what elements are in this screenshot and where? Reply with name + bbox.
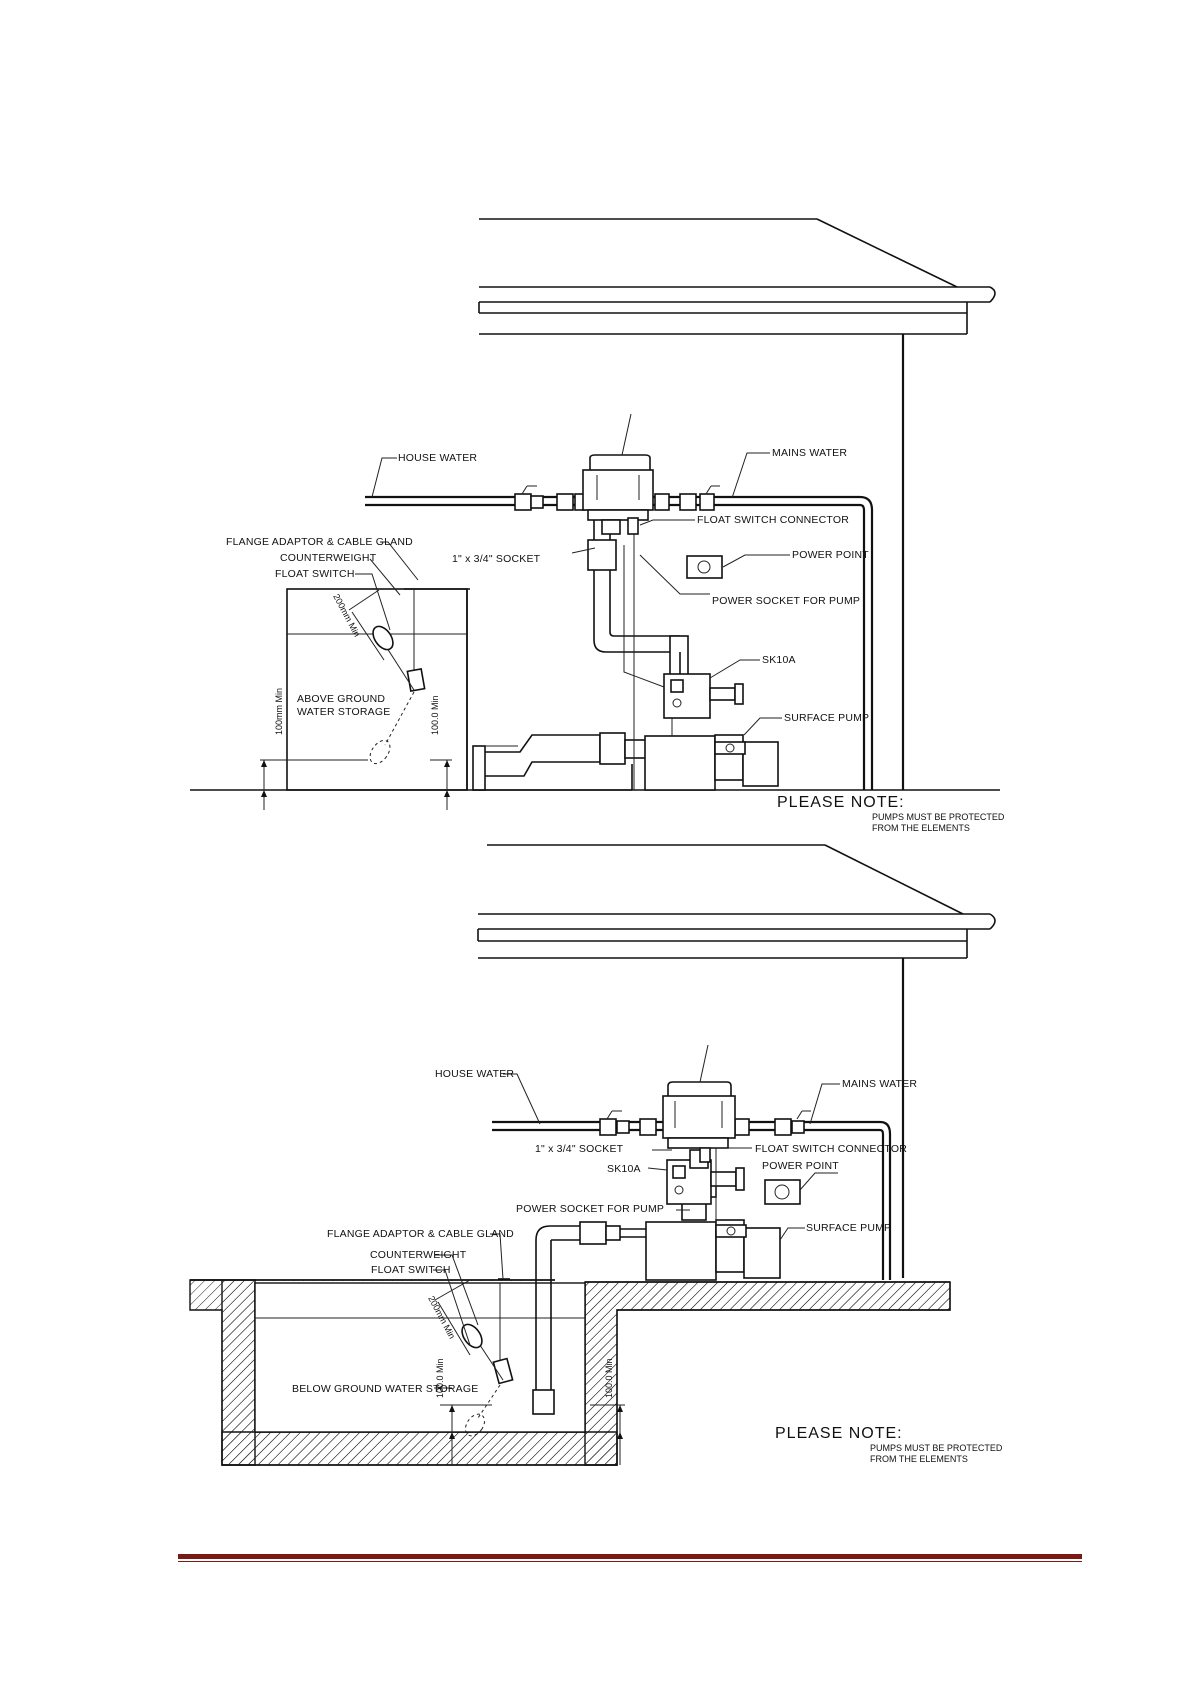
- surface-pump-bottom: [645, 1219, 781, 1281]
- diagram-below-ground: HOUSE WATER MAINS WATER 1" x 3/4" SOCKET…: [189, 844, 1003, 1466]
- label-power-socket-top: POWER SOCKET FOR PUMP: [712, 595, 860, 607]
- label-please-note-top: PLEASE NOTE:: [777, 794, 905, 811]
- leader-lines-top: [355, 413, 790, 736]
- roof-eave-top: [478, 218, 996, 790]
- label-flange-adaptor-bottom: FLANGE ADAPTOR & CABLE GLAND: [327, 1228, 514, 1240]
- suction-pipe-top: [472, 732, 660, 791]
- label-dim-100-left-top: 100mm Min: [274, 688, 284, 735]
- label-dim-100-right-bottom: 100.0 Min: [604, 1358, 614, 1398]
- label-mains-water-bottom: MAINS WATER: [842, 1078, 917, 1090]
- label-mains-water-top: MAINS WATER: [772, 447, 847, 459]
- label-dim-100-right-top: 100.0 Min: [430, 695, 440, 735]
- suction-pipe-bottom: [532, 1221, 646, 1415]
- power-point-top: [686, 555, 723, 579]
- surface-pump-top: [644, 734, 779, 791]
- label-power-point-top: POWER POINT: [792, 549, 869, 561]
- footer-rule-thick: [178, 1554, 1082, 1559]
- label-storage-bottom: BELOW GROUND WATER STORAGE: [292, 1383, 478, 1395]
- label-sk10a-bottom: SK10A: [607, 1163, 641, 1175]
- float-switch-bottom: [434, 1278, 625, 1465]
- below-ground-pit: [189, 1278, 955, 1466]
- power-point-bottom: [764, 1179, 801, 1205]
- label-storage-line1-top: ABOVE GROUND: [297, 693, 385, 705]
- label-power-socket-bottom: POWER SOCKET FOR PUMP: [516, 1203, 664, 1215]
- label-please-note-bottom: PLEASE NOTE:: [775, 1425, 903, 1442]
- label-socket-bottom: 1" x 3/4" SOCKET: [535, 1143, 624, 1155]
- label-counterweight-bottom: COUNTERWEIGHT: [370, 1249, 467, 1261]
- label-float-switch-connector-bottom: FLOAT SWITCH CONNECTOR: [755, 1143, 907, 1155]
- water-line-top: [365, 454, 874, 790]
- label-note-line1-top: PUMPS MUST BE PROTECTED: [872, 812, 1005, 822]
- label-dim-100-left-bottom: 100.0 Min: [435, 1358, 445, 1398]
- label-counterweight-top: COUNTERWEIGHT: [280, 552, 377, 564]
- label-note-line1-bottom: PUMPS MUST BE PROTECTED: [870, 1443, 1003, 1453]
- label-float-switch-top: FLOAT SWITCH: [275, 568, 355, 580]
- label-dim-200-top: 200mm Min: [331, 592, 362, 638]
- label-house-water-top: HOUSE WATER: [398, 452, 477, 464]
- label-storage-line2-top: WATER STORAGE: [297, 706, 390, 718]
- above-ground-tank: [260, 588, 470, 810]
- label-house-water-bottom: HOUSE WATER: [435, 1068, 514, 1080]
- label-surface-pump-top: SURFACE PUMP: [784, 712, 869, 724]
- label-power-point-bottom: POWER POINT: [762, 1160, 839, 1172]
- label-note-line2-top: FROM THE ELEMENTS: [872, 823, 970, 833]
- label-sk10a-top: SK10A: [762, 654, 796, 666]
- label-surface-pump-bottom: SURFACE PUMP: [806, 1222, 891, 1234]
- label-float-switch-bottom: FLOAT SWITCH: [371, 1264, 451, 1276]
- label-note-line2-bottom: FROM THE ELEMENTS: [870, 1454, 968, 1464]
- leader-lines-bottom: [433, 1044, 840, 1389]
- label-float-switch-connector-top: FLOAT SWITCH CONNECTOR: [697, 514, 849, 526]
- label-flange-adaptor-top: FLANGE ADAPTOR & CABLE GLAND: [226, 536, 413, 548]
- sk10a-controller-top: [663, 673, 744, 719]
- roof-eave-bottom: [477, 844, 996, 1280]
- diagram-above-ground: HOUSE WATER MAINS WATER FLOAT SWITCH CON…: [190, 218, 1005, 833]
- label-socket-top: 1" x 3/4" SOCKET: [452, 553, 541, 565]
- footer-rule-thin: [178, 1561, 1082, 1562]
- discharge-stack-bottom: [666, 1140, 745, 1230]
- water-line-bottom: [492, 1081, 892, 1280]
